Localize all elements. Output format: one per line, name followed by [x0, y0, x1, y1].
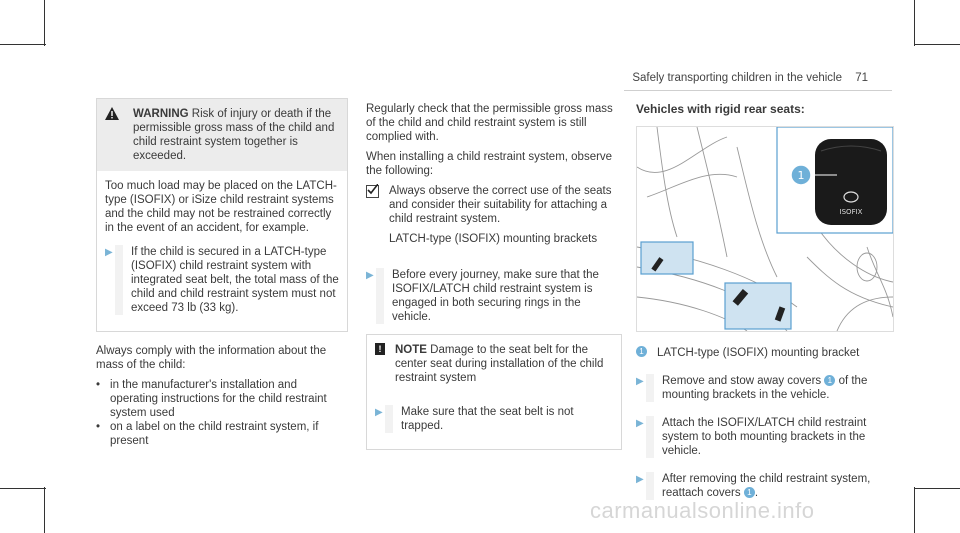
crop-mark [0, 488, 46, 489]
crop-mark [914, 0, 915, 46]
warning-head-text: WARNING Risk of injury or death if the p… [133, 107, 339, 163]
engage-step-text: Before every journey, make sure that the… [376, 268, 622, 324]
observe-paragraph: When installing a child restraint system… [366, 151, 613, 177]
checklist-item: Always observe the correct use of the se… [366, 184, 622, 252]
isofix-logo-text: ISOFIX [840, 208, 863, 216]
step-text-part: . [754, 487, 759, 499]
mass-paragraph: Always comply with the information about… [96, 345, 327, 371]
warning-body: Too much load may be placed on the LATCH… [97, 171, 347, 331]
step-arrow-icon: ▶ [366, 270, 374, 281]
reattach-covers-step: ▶ After removing the child restraint sys… [636, 472, 892, 500]
crop-mark [44, 487, 45, 533]
figure-callout-1: 1 [798, 169, 805, 182]
warning-paragraph: Too much load may be placed on the LATCH… [105, 180, 337, 234]
warning-step: ▶ If the child is secured in a LATCH-typ… [105, 245, 339, 315]
note-head-text: Damage to the seat belt for the center s… [395, 344, 604, 384]
step-text: Remove and stow away covers 1 of the mou… [646, 374, 892, 402]
check-mass-paragraph: Regularly check that the permissible gro… [366, 103, 613, 143]
list-item: • on a label on the child restraint syste… [96, 420, 348, 448]
crop-mark [914, 487, 915, 533]
seat-illustration: ISOFIX 1 [637, 127, 893, 331]
bullet-icon: • [96, 379, 101, 391]
column-2: Regularly check that the permissible gro… [366, 102, 622, 450]
inline-number-badge: 1 [824, 375, 836, 387]
step-text-part: Remove and stow away covers [662, 375, 822, 387]
crop-mark [914, 44, 960, 45]
warning-triangle-icon [105, 107, 123, 163]
step-arrow-icon: ▶ [636, 418, 644, 429]
step-text: Attach the ISOFIX/LATCH child restraint … [646, 416, 892, 458]
checklist-text: Always observe the correct use of the se… [389, 185, 612, 225]
list-item: • in the manufacturer's installation and … [96, 378, 348, 420]
warning-head-body: Risk of injury or death if the permissib… [133, 108, 335, 162]
step-arrow-icon: ▶ [105, 247, 113, 258]
step-arrow-icon: ▶ [636, 376, 644, 387]
step-text: After removing the child restraint syste… [646, 472, 892, 500]
note-step: ▶ Make sure that the seat belt is not tr… [375, 405, 613, 433]
column-1: WARNING Risk of injury or death if the p… [96, 98, 348, 448]
legend-number-badge: 1 [636, 346, 647, 357]
warning-label: WARNING [133, 108, 189, 120]
list-item-text: on a label on the child restraint system… [110, 421, 319, 447]
legend-text: LATCH-type (ISOFIX) mounting bracket [657, 347, 860, 359]
note-head: ! NOTE Damage to the seat belt for the c… [367, 335, 621, 393]
note-box: ! NOTE Damage to the seat belt for the c… [366, 334, 622, 450]
warning-step-text: If the child is secured in a LATCH-type … [115, 245, 339, 315]
section-title: Safely transporting children in the vehi… [632, 72, 842, 84]
bullet-icon: • [96, 421, 101, 433]
figure-legend: 1 LATCH-type (ISOFIX) mounting bracket [636, 346, 892, 360]
page-header: Safely transporting children in the vehi… [632, 72, 868, 84]
isofix-figure: ISOFIX 1 [636, 126, 894, 332]
inline-number-badge: 1 [743, 487, 755, 499]
step-text-part: of the mounting brackets in the vehicle. [662, 375, 868, 401]
column-3: Vehicles with rigid rear seats: [636, 102, 894, 510]
section-heading: Vehicles with rigid rear seats: [636, 102, 805, 116]
note-body: ▶ Make sure that the seat belt is not tr… [367, 393, 621, 449]
step-arrow-icon: ▶ [375, 407, 383, 418]
crop-mark [44, 0, 45, 46]
engage-step: ▶ Before every journey, make sure that t… [366, 268, 622, 324]
remove-covers-step: ▶ Remove and stow away covers 1 of the m… [636, 374, 892, 402]
header-divider [624, 90, 892, 91]
watermark: carmanualsonline.info [590, 498, 815, 523]
note-label: NOTE [395, 344, 427, 356]
checkbox-icon [366, 184, 379, 198]
warning-head: WARNING Risk of injury or death if the p… [97, 99, 347, 171]
note-exclamation-icon: ! [375, 343, 385, 355]
step-arrow-icon: ▶ [636, 474, 644, 485]
checklist-subtext: LATCH-type (ISOFIX) mounting brackets [389, 233, 598, 245]
crop-mark [914, 488, 960, 489]
page-number: 71 [855, 72, 868, 84]
warning-box: WARNING Risk of injury or death if the p… [96, 98, 348, 332]
crop-mark [0, 44, 46, 45]
list-item-text: in the manufacturer's installation and o… [110, 379, 327, 419]
step-text-part: After removing the child restraint syste… [662, 473, 871, 499]
attach-step: ▶ Attach the ISOFIX/LATCH child restrain… [636, 416, 892, 458]
note-step-text: Make sure that the seat belt is not trap… [385, 405, 613, 433]
